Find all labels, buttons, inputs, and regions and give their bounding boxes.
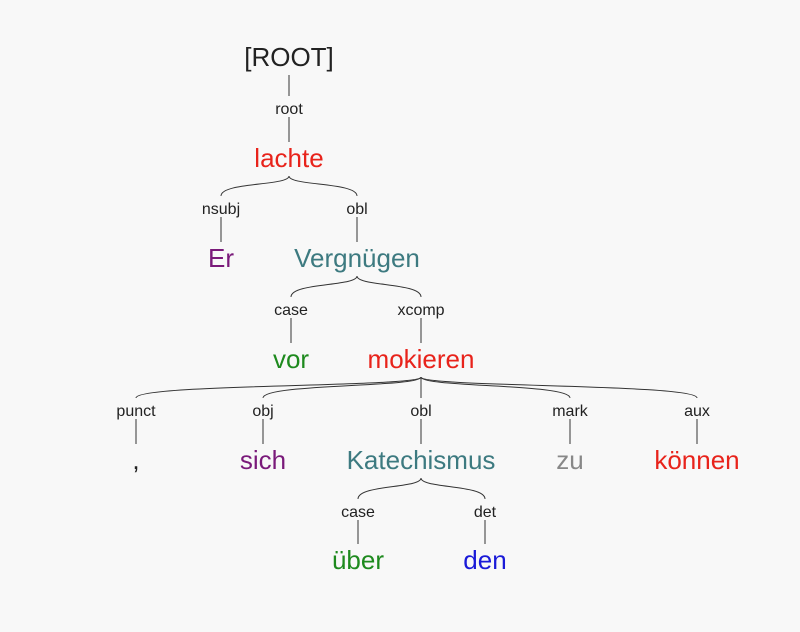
relation-label-ueber: case [341,504,375,521]
relation-label-comma: punct [116,403,156,420]
edge-vergnuegen-upper [288,175,358,197]
relation-label-vor: case [274,302,308,319]
edge-mokieren-upper [356,275,422,298]
word-node-den: den [463,545,506,575]
word-node-ueber: über [332,545,384,575]
word-node-sich: sich [240,445,286,475]
word-node-katechismus: Katechismus [347,445,496,475]
relation-label-zu: mark [552,403,589,420]
edge-zu-upper [420,376,571,399]
edge-vor-upper [290,275,358,298]
word-node-vergnuegen: Vergnügen [294,243,420,273]
word-node-er: Er [208,243,234,273]
edge-er-upper [220,175,290,197]
word-node-zu: zu [556,445,583,475]
edge-sich-upper [262,376,422,399]
relation-label-sich: obj [252,403,273,420]
relation-label-katechismus: obl [410,403,431,420]
word-node-mokieren: mokieren [368,344,475,374]
edges-layer [135,75,698,544]
word-node-comma: , [132,445,139,475]
relation-label-lachte: root [275,101,303,118]
relation-label-mokieren: xcomp [397,302,444,319]
relation-label-den: det [474,504,497,521]
edge-ueber-upper [357,477,422,500]
word-node-lachte: lachte [254,143,323,173]
edge-den-upper [420,477,486,500]
edge-koennen-upper [420,376,698,399]
relation-label-vergnuegen: obl [346,201,367,218]
relation-labels-layer: root nsubj obl case xcomp punct obj obl mark aux c… [116,101,709,521]
edge-comma-upper [135,376,422,399]
relation-label-er: nsubj [202,201,240,218]
relation-label-koennen: aux [684,403,710,420]
word-node-root: [ROOT] [244,42,334,72]
word-node-vor: vor [273,344,309,374]
word-node-koennen: können [654,445,739,475]
